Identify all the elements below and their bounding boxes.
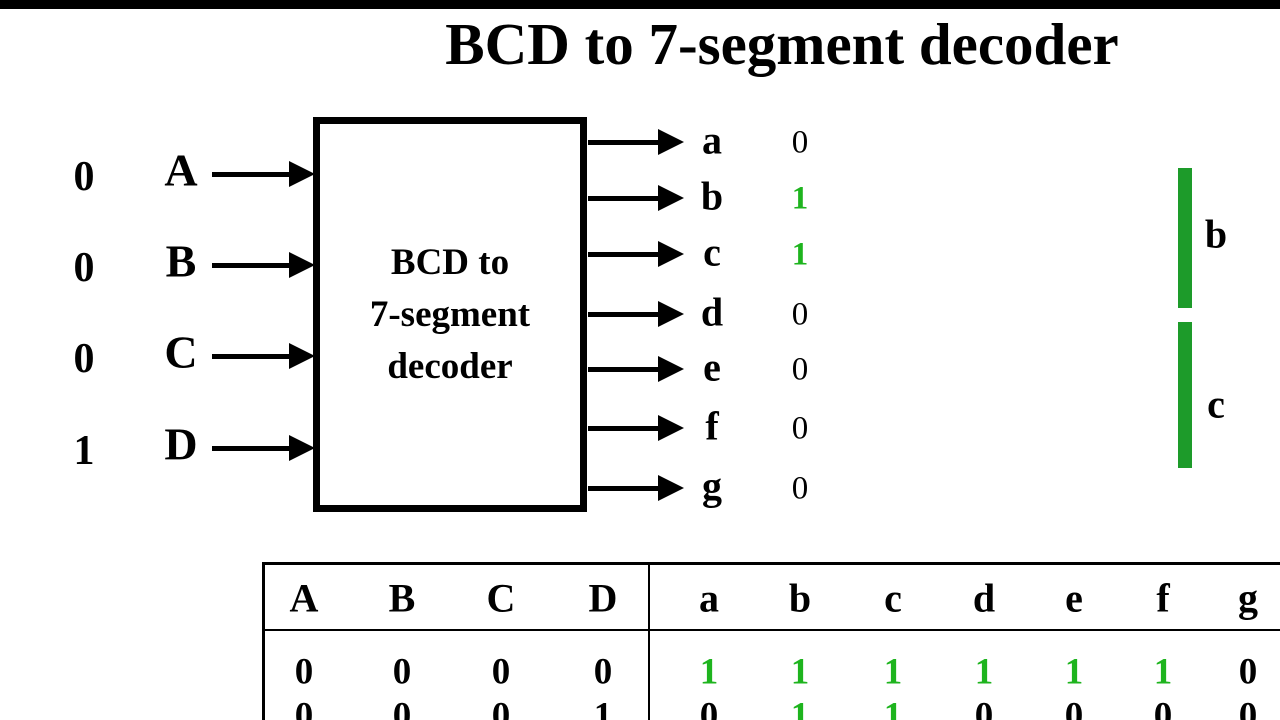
output-arrowhead-e <box>658 356 684 382</box>
table-cell-row0-c: 1 <box>883 651 903 693</box>
output-arrow-e <box>588 367 660 372</box>
table-cell-row1-d: 0 <box>974 695 994 720</box>
output-arrow-c <box>588 252 660 257</box>
table-cell-row0-B: 0 <box>392 651 412 693</box>
input-label-A: A <box>164 144 198 196</box>
output-value-e: 0 <box>791 351 809 388</box>
input-label-C: C <box>164 326 198 378</box>
output-arrowhead-d <box>658 301 684 327</box>
table-cell-row0-f: 1 <box>1153 651 1173 693</box>
table-header-A: A <box>289 575 319 621</box>
input-arrow-A <box>212 172 292 177</box>
input-arrowhead-B <box>289 252 315 278</box>
input-value-D: 1 <box>73 428 95 474</box>
output-arrow-g <box>588 486 660 491</box>
decoder-box-label-line-1: BCD to <box>390 241 510 283</box>
output-value-f: 0 <box>791 410 809 447</box>
table-border-left <box>262 562 265 720</box>
table-cell-row1-e: 0 <box>1064 695 1084 720</box>
output-arrowhead-g <box>658 475 684 501</box>
segment-label-c: c <box>1207 381 1225 427</box>
table-header-e: e <box>1065 575 1083 621</box>
output-label-d: d <box>700 289 724 335</box>
table-cell-row1-f: 0 <box>1153 695 1173 720</box>
table-header-C: C <box>486 575 516 621</box>
input-arrow-D <box>212 446 292 451</box>
table-cell-row0-C: 0 <box>491 651 511 693</box>
table-header-a: a <box>699 575 719 621</box>
table-divider-inputs-outputs <box>648 562 650 720</box>
table-cell-row0-g: 0 <box>1238 651 1258 693</box>
input-value-C: 0 <box>73 336 95 382</box>
table-cell-row0-A: 0 <box>294 651 314 693</box>
output-arrowhead-c <box>658 241 684 267</box>
table-cell-row1-B: 0 <box>392 695 412 720</box>
table-cell-row1-b: 1 <box>790 695 810 720</box>
table-cell-row1-g: 0 <box>1238 695 1258 720</box>
output-label-g: g <box>702 463 722 509</box>
table-header-underline <box>262 629 1280 631</box>
table-cell-row0-e: 1 <box>1064 651 1084 693</box>
output-arrow-b <box>588 196 660 201</box>
output-arrow-f <box>588 426 660 431</box>
output-value-d: 0 <box>791 296 809 333</box>
output-value-b: 1 <box>791 180 809 217</box>
table-cell-row1-C: 0 <box>491 695 511 720</box>
input-arrowhead-D <box>289 435 315 461</box>
output-arrowhead-f <box>658 415 684 441</box>
input-arrow-C <box>212 354 292 359</box>
page-title: BCD to 7-segment decoder <box>445 11 1119 77</box>
table-cell-row0-D: 0 <box>593 651 613 693</box>
table-cell-row0-d: 1 <box>974 651 994 693</box>
output-label-b: b <box>700 173 724 219</box>
input-value-B: 0 <box>73 245 95 291</box>
table-header-g: g <box>1238 575 1258 621</box>
table-border-top <box>262 562 1280 565</box>
segment-label-b: b <box>1204 211 1228 257</box>
table-cell-row0-b: 1 <box>790 651 810 693</box>
output-label-e: e <box>703 344 721 390</box>
table-cell-row1-a: 0 <box>699 695 719 720</box>
output-arrowhead-b <box>658 185 684 211</box>
input-label-B: B <box>165 235 197 287</box>
output-label-c: c <box>703 229 721 275</box>
decoder-box-label-line-2: 7-segment <box>369 293 531 335</box>
table-header-d: d <box>972 575 996 621</box>
segment-bar-c <box>1178 322 1192 468</box>
output-label-a: a <box>702 117 722 163</box>
output-value-a: 0 <box>791 124 809 161</box>
input-value-A: 0 <box>73 154 95 200</box>
decoder-box: BCD to 7-segment decoder <box>313 117 587 512</box>
decoder-box-label-line-3: decoder <box>387 345 513 387</box>
letterbox-top-bar <box>0 0 1280 9</box>
output-label-f: f <box>705 403 719 449</box>
input-arrow-B <box>212 263 292 268</box>
output-arrow-d <box>588 312 660 317</box>
input-arrowhead-A <box>289 161 315 187</box>
output-arrowhead-a <box>658 129 684 155</box>
input-arrowhead-C <box>289 343 315 369</box>
table-cell-row1-D: 1 <box>593 695 613 720</box>
segment-bar-b <box>1178 168 1192 308</box>
output-value-g: 0 <box>791 470 809 507</box>
output-value-c: 1 <box>791 236 809 273</box>
output-arrow-a <box>588 140 660 145</box>
table-header-f: f <box>1156 575 1170 621</box>
table-cell-row1-c: 1 <box>883 695 903 720</box>
input-label-D: D <box>164 418 198 470</box>
table-header-c: c <box>884 575 902 621</box>
table-cell-row0-a: 1 <box>699 651 719 693</box>
table-header-D: D <box>588 575 618 621</box>
table-header-B: B <box>388 575 416 621</box>
table-cell-row1-A: 0 <box>294 695 314 720</box>
table-header-b: b <box>788 575 812 621</box>
